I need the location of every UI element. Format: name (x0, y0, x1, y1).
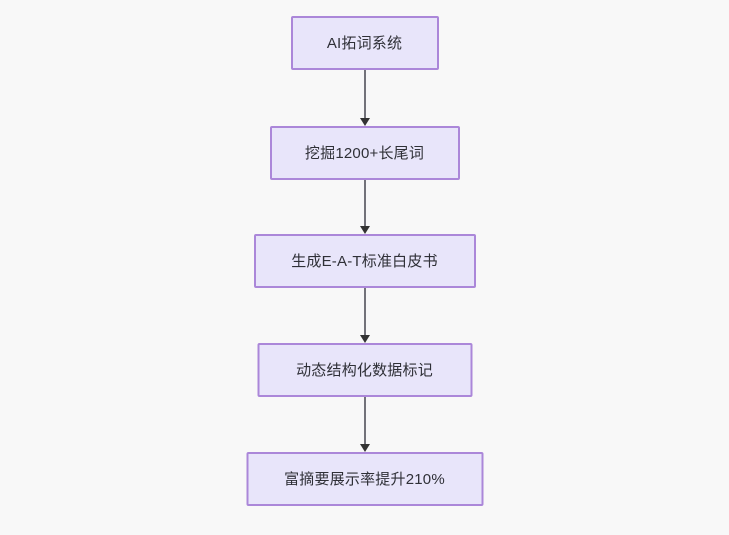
edge-line (363, 180, 366, 226)
node-label: AI拓词系统 (326, 34, 403, 52)
flowchart-node-generate-eat-whitepaper[interactable]: 生成E-A-T标准白皮书 (253, 234, 476, 288)
arrow-down-icon (359, 444, 370, 452)
arrow-down-icon (359, 226, 370, 234)
flowchart-edge-n2-n3 (359, 288, 371, 343)
node-label: 富摘要展示率提升210% (284, 470, 445, 488)
node-label: 动态结构化数据标记 (296, 361, 433, 379)
edge-line (363, 288, 366, 335)
node-label: 挖掘1200+长尾词 (304, 144, 425, 162)
flowchart-node-rich-snippet-rate-increase[interactable]: 富摘要展示率提升210% (246, 452, 483, 506)
flowchart-edge-n0-n1 (359, 70, 371, 126)
edge-line (363, 70, 366, 118)
flowchart-edge-n1-n2 (359, 180, 371, 234)
arrow-down-icon (359, 118, 370, 126)
flowchart-node-mine-longtail-keywords[interactable]: 挖掘1200+长尾词 (269, 126, 460, 180)
flowchart-node-dynamic-structured-data-markup[interactable]: 动态结构化数据标记 (257, 343, 472, 397)
node-label: 生成E-A-T标准白皮书 (291, 252, 438, 270)
edge-line (363, 397, 366, 444)
flowchart-node-ai-keyword-system[interactable]: AI拓词系统 (290, 16, 439, 70)
flowchart-edge-n3-n4 (359, 397, 371, 452)
arrow-down-icon (359, 335, 370, 343)
